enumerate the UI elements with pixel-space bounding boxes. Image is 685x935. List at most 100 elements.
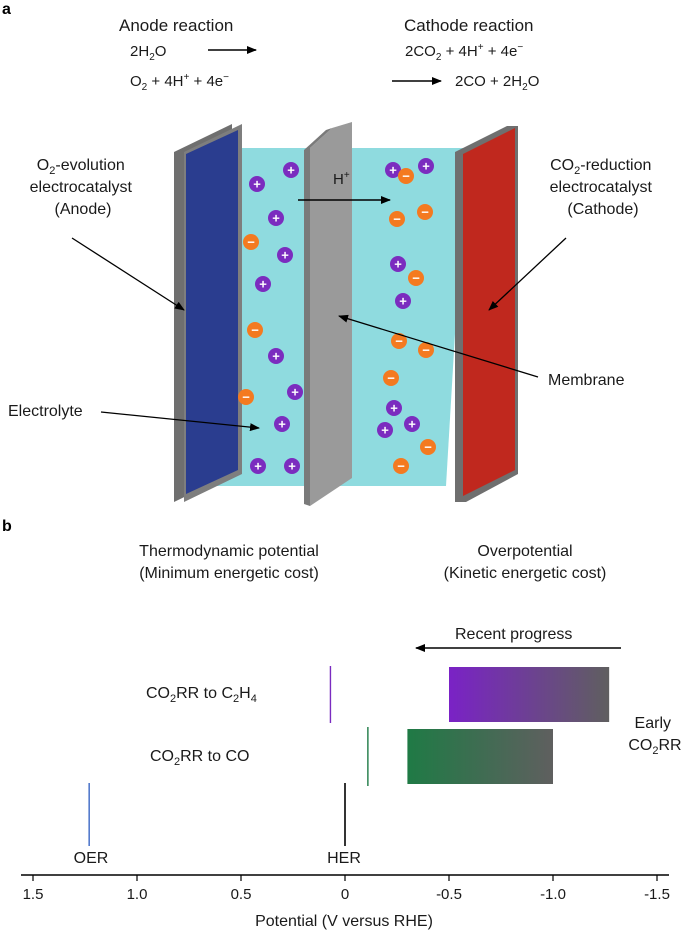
- panel-b-label: b: [2, 518, 12, 535]
- early-co2rr-label: Early CO2RR: [628, 715, 681, 757]
- anion-circle: [389, 211, 405, 227]
- membrane: [310, 122, 352, 506]
- plus-sign: +: [389, 163, 397, 178]
- electrochemical-cell: +++++++++++++++++−−−−−−−−−−−− H+: [174, 122, 518, 506]
- anion-ion: −: [420, 439, 436, 455]
- overpotential-bar-co2rr-to-c2h4: [449, 667, 610, 722]
- anion-ion: −: [238, 389, 254, 405]
- plus-sign: +: [272, 349, 280, 364]
- plus-sign: +: [390, 401, 398, 416]
- cation-circle: [274, 416, 290, 432]
- thermo-title: Thermodynamic potential: [139, 543, 319, 560]
- anion-ion: −: [398, 168, 414, 184]
- plus-sign: +: [253, 177, 261, 192]
- overpotential-bar-co2rr-to-co: [407, 729, 553, 784]
- anion-ion: −: [417, 204, 433, 220]
- anion-ion: −: [393, 458, 409, 474]
- minus-sign: −: [421, 205, 429, 220]
- x-tick-label: 0.5: [231, 886, 252, 903]
- x-tick-label: 1.0: [127, 886, 148, 903]
- electrolyte-pointer-arrow: [100, 411, 260, 432]
- cation-ion: +: [404, 416, 420, 432]
- anion-circle: [243, 234, 259, 250]
- x-tick-label: 1.5: [23, 886, 44, 903]
- cation-circle: [277, 247, 293, 263]
- cation-ion: +: [268, 210, 284, 226]
- cathode-equation-2: 2CO + 2H2O: [455, 73, 539, 93]
- cation-ion: +: [390, 256, 406, 272]
- ions-layer: +++++++++++++++++−−−−−−−−−−−−: [238, 158, 436, 474]
- anion-ion: −: [418, 342, 434, 358]
- membrane-pointer-arrow: [338, 314, 539, 378]
- minus-sign: −: [247, 235, 255, 250]
- cation-ion: +: [249, 176, 265, 192]
- anion-ion: −: [408, 270, 424, 286]
- plus-sign: +: [291, 385, 299, 400]
- cathode-equation-1: 2CO2 + 4H+ + 4e−: [405, 42, 523, 63]
- cation-circle: [390, 256, 406, 272]
- oer-label: OER: [74, 850, 109, 867]
- co-label: CO2RR to CO: [150, 748, 249, 768]
- anode-equation-1: 2H2O: [130, 43, 166, 63]
- x-tick-label: 0: [341, 886, 349, 903]
- anion-ion: −: [389, 211, 405, 227]
- cation-circle: [268, 210, 284, 226]
- proton-label: H+: [333, 170, 350, 188]
- cation-circle: [386, 400, 402, 416]
- cation-circle: [287, 384, 303, 400]
- anion-circle: [383, 370, 399, 386]
- cation-ion: +: [268, 348, 284, 364]
- cathode-pointer-arrow: [488, 237, 567, 311]
- anode-catalyst-label: O2-evolution electrocatalyst (Anode): [30, 157, 137, 218]
- plus-sign: +: [399, 294, 407, 309]
- anion-circle: [398, 168, 414, 184]
- her-label: HER: [327, 850, 361, 867]
- over-title: Overpotential: [477, 543, 572, 560]
- anode-reaction-title: Anode reaction: [119, 16, 233, 35]
- cation-circle: [255, 276, 271, 292]
- anion-ion: −: [383, 370, 399, 386]
- cation-circle: [284, 458, 300, 474]
- minus-sign: −: [387, 371, 395, 386]
- anion-circle: [420, 439, 436, 455]
- anion-circle: [391, 333, 407, 349]
- cation-circle: [268, 348, 284, 364]
- cation-ion: +: [287, 384, 303, 400]
- electrolyte-label: Electrolyte: [8, 403, 83, 420]
- cation-ion: +: [277, 247, 293, 263]
- panel-a-label: a: [2, 1, 11, 18]
- minus-sign: −: [397, 459, 405, 474]
- cation-ion: +: [274, 416, 290, 432]
- anode-equation-2: O2 + 4H+ + 4e−: [130, 72, 229, 93]
- anion-ion: −: [391, 333, 407, 349]
- c2h4-label: CO2RR to C2H4: [146, 685, 257, 705]
- cathode-reaction-title: Cathode reaction: [404, 16, 533, 35]
- anion-ion: −: [247, 322, 263, 338]
- plus-sign: +: [254, 459, 262, 474]
- cation-circle: [418, 158, 434, 174]
- plus-sign: +: [278, 417, 286, 432]
- anion-circle: [238, 389, 254, 405]
- cation-circle: [250, 458, 266, 474]
- minus-sign: −: [402, 169, 410, 184]
- cathode-catalyst-label: CO2-reduction electrocatalyst (Cathode): [550, 157, 657, 218]
- anode-pointer-arrow: [71, 237, 185, 311]
- minus-sign: −: [422, 343, 430, 358]
- cation-circle: [404, 416, 420, 432]
- plus-sign: +: [288, 459, 296, 474]
- cation-ion: +: [250, 458, 266, 474]
- plus-sign: +: [281, 248, 289, 263]
- minus-sign: −: [395, 334, 403, 349]
- anion-circle: [247, 322, 263, 338]
- cation-ion: +: [395, 293, 411, 309]
- plus-sign: +: [287, 163, 295, 178]
- minus-sign: −: [251, 323, 259, 338]
- membrane-edge: [304, 128, 332, 506]
- minus-sign: −: [424, 440, 432, 455]
- cation-ion: +: [418, 158, 434, 174]
- cation-circle: [385, 162, 401, 178]
- anion-circle: [418, 342, 434, 358]
- recent-progress-label: Recent progress: [455, 626, 572, 643]
- x-axis-label: Potential (V versus RHE): [255, 913, 433, 930]
